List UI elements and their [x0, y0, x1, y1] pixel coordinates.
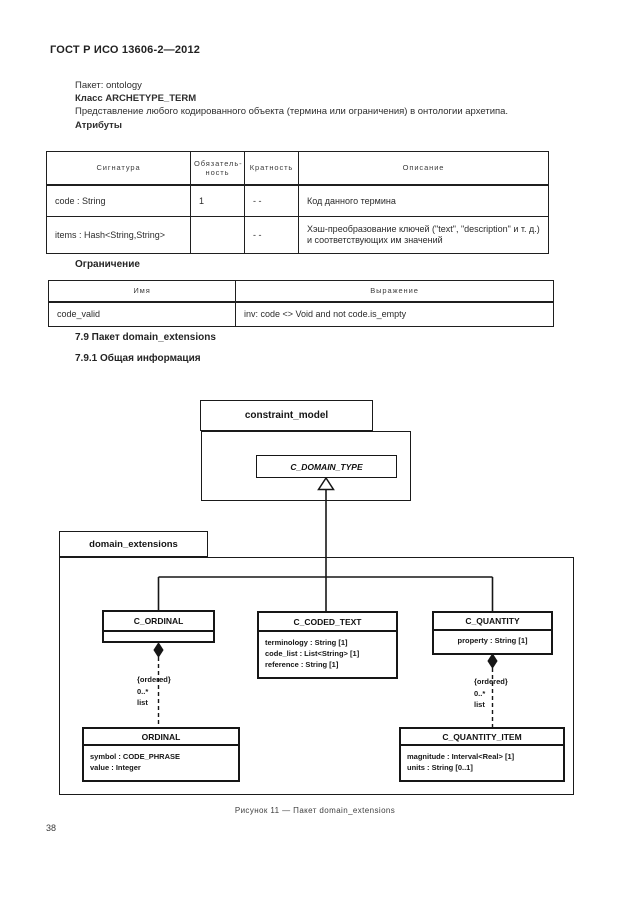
- package-tab-domain-extensions: domain_extensions: [59, 531, 208, 557]
- attribute-line: symbol : CODE_PHRASE: [90, 752, 181, 761]
- attribute-line: property : String [1]: [457, 636, 528, 645]
- attributes-table: Сигнатура Обязатель- ность Кратность Опи…: [46, 151, 549, 254]
- constraint-heading: Ограничение: [75, 259, 140, 270]
- cell-mandatory: [190, 216, 245, 254]
- attribute-line: code_list : List<String> [1]: [265, 649, 360, 658]
- class-heading: Класс ARCHETYPE_TERM: [75, 93, 197, 105]
- multiplicity-label: 0..*: [137, 686, 149, 696]
- package-line: Пакет: ontology: [75, 80, 142, 91]
- constraint-label: {ordered}: [474, 677, 508, 686]
- generalization-arrowhead: [317, 476, 335, 491]
- role-label: list: [137, 698, 148, 707]
- section-heading-7-9-1: 7.9.1 Общая информация: [75, 353, 201, 364]
- cell-cardinality: - -: [244, 216, 299, 254]
- intro-block: Пакет: ontology Класс ARCHETYPE_TERM Пре…: [75, 79, 508, 132]
- cell-expression: inv: code <> Void and not code.is_empty: [235, 301, 554, 327]
- relation-labels-right: {ordered} 0..* list: [474, 676, 508, 711]
- class-box-c-coded-text: C_CODED_TEXT terminology : String [1] co…: [257, 611, 398, 679]
- cell-signature: items : Hash<String,String>: [46, 216, 191, 254]
- attribute-line: terminology : String [1]: [265, 638, 348, 647]
- constraint-table: Имя Выражение code_valid inv: code <> Vo…: [48, 280, 554, 327]
- class-name: C_QUANTITY_ITEM: [401, 729, 563, 746]
- table-row: code_valid inv: code <> Void and not cod…: [48, 301, 554, 327]
- attributes-table-header-row: Сигнатура Обязатель- ность Кратность Опи…: [46, 151, 549, 186]
- role-label: list: [474, 700, 485, 709]
- relation-labels-left: {ordered} 0..* list: [137, 674, 171, 709]
- class-attributes: symbol : CODE_PHRASE value : Integer: [84, 746, 238, 773]
- page-number: 38: [46, 823, 57, 833]
- attribute-line: reference : String [1]: [265, 660, 339, 669]
- constraint-table-header-row: Имя Выражение: [48, 280, 554, 303]
- cell-signature: code : String: [46, 184, 191, 217]
- document-header: ГОСТ Р ИСО 13606-2—2012: [50, 44, 201, 56]
- col-expression: Выражение: [235, 280, 554, 303]
- cell-description: Хэш-преобразование ключей ("text", "desc…: [298, 216, 549, 254]
- attribute-line: units : String [0..1]: [407, 763, 473, 772]
- table-row: items : Hash<String,String> - - Хэш-прео…: [46, 216, 549, 254]
- attribute-line: value : Integer: [90, 763, 141, 772]
- cell-mandatory: 1: [190, 184, 245, 217]
- class-box-c-ordinal: C_ORDINAL: [102, 610, 215, 643]
- composition-diamond-right: [487, 653, 498, 669]
- class-box-ordinal: ORDINAL symbol : CODE_PHRASE value : Int…: [82, 727, 240, 782]
- section-heading-7-9: 7.9 Пакет domain_extensions: [75, 332, 216, 343]
- constraint-label: {ordered}: [137, 675, 171, 684]
- attribute-line: magnitude : Interval<Real> [1]: [407, 752, 515, 761]
- table-row: code : String 1 - - Код данного термина: [46, 184, 549, 217]
- class-box-c-quantity-item: C_QUANTITY_ITEM magnitude : Interval<Rea…: [399, 727, 565, 782]
- class-description: Представление любого кодированного объек…: [75, 106, 509, 118]
- class-name: ORDINAL: [84, 729, 238, 746]
- figure-caption: Рисунок 11 — Пакет domain_extensions: [234, 806, 396, 815]
- multiplicity-label: 0..*: [474, 688, 486, 698]
- package-tab-constraint-model: constraint_model: [200, 400, 373, 431]
- class-attributes: property : String [1]: [434, 631, 551, 646]
- class-attributes: magnitude : Interval<Real> [1] units : S…: [401, 746, 563, 773]
- class-box-c-domain-type: C_DOMAIN_TYPE: [256, 455, 397, 478]
- col-description: Описание: [298, 151, 549, 186]
- class-box-c-quantity: C_QUANTITY property : String [1]: [432, 611, 553, 655]
- class-name: C_CODED_TEXT: [259, 613, 396, 632]
- composition-diamond-left: [153, 642, 164, 658]
- class-attributes: terminology : String [1] code_list : Lis…: [259, 632, 396, 670]
- col-signature: Сигнатура: [46, 151, 191, 186]
- class-name: C_ORDINAL: [104, 612, 213, 632]
- cell-name: code_valid: [48, 301, 236, 327]
- attributes-heading: Атрибуты: [75, 119, 122, 131]
- class-name: C_QUANTITY: [434, 613, 551, 631]
